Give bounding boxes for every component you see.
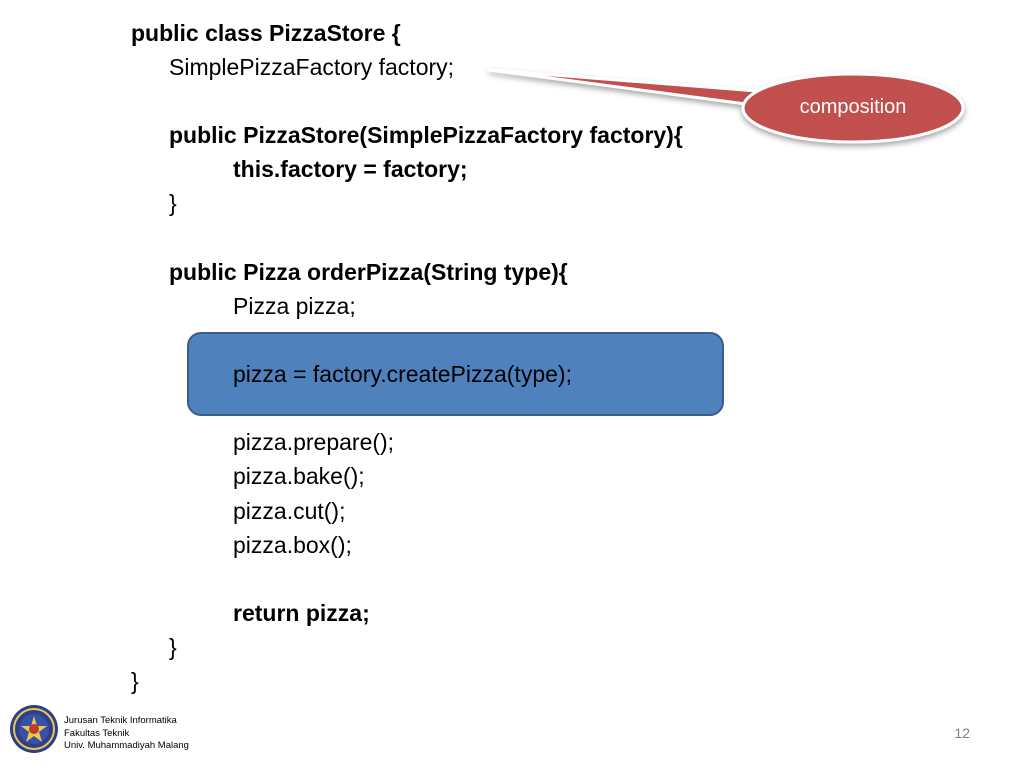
code-line-method-close: } [169, 634, 177, 660]
code-line-cut: pizza.cut(); [233, 498, 346, 524]
footer-line-faculty: Fakultas Teknik [64, 727, 130, 739]
code-line-prepare: pizza.prepare(); [233, 429, 395, 455]
code-line-return: return pizza; [233, 600, 370, 626]
code-line-constructor-close: } [169, 190, 177, 216]
footer-institution: Jurusan Teknik Informatika Fakultas Tekn… [64, 715, 189, 753]
code-line-field-declaration: SimplePizzaFactory factory; [169, 54, 455, 80]
footer-line-university: Univ. Muhammadiyah Malang [64, 740, 189, 751]
code-line-constructor-assignment: this.factory = factory; [233, 156, 468, 182]
code-line-bake: pizza.bake(); [233, 463, 365, 489]
page-number: 12 [954, 725, 970, 741]
highlight-box [187, 332, 724, 416]
code-line-local-variable: Pizza pizza; [233, 293, 356, 319]
code-line-method-signature: public Pizza orderPizza(String type){ [169, 259, 568, 285]
code-line-class-declaration: public class PizzaStore { [131, 20, 401, 46]
code-line-constructor-signature: public PizzaStore(SimplePizzaFactory fac… [169, 122, 683, 148]
university-seal-icon [10, 705, 58, 753]
footer-line-department: Jurusan Teknik Informatika [64, 715, 177, 726]
code-line-class-close: } [131, 668, 139, 694]
code-line-box: pizza.box(); [233, 532, 352, 558]
callout-label: composition [799, 96, 907, 118]
code-line-create-pizza: pizza = factory.createPizza(type); [233, 361, 572, 387]
